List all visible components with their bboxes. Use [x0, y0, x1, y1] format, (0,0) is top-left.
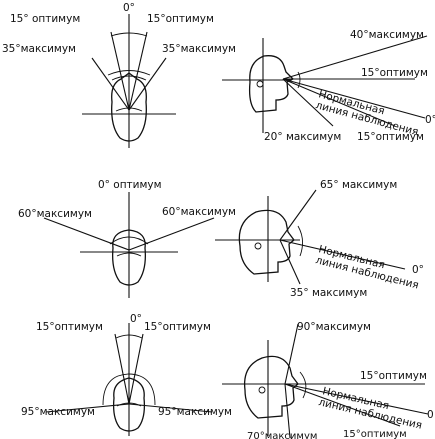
- label-maximum-down: 70°максимум: [247, 431, 317, 439]
- label-optimum-down: 15°оптимум: [343, 429, 407, 439]
- label-maximum-down: 20° максимум: [264, 131, 341, 143]
- label-left-optimum: 15° оптимум: [10, 13, 80, 25]
- right-optimum-ray: [128, 333, 144, 405]
- head-side-view: [248, 55, 295, 113]
- normal-sight-line: [279, 239, 406, 270]
- label-zero: 0°: [123, 2, 135, 14]
- label-zero: 0°: [425, 114, 435, 126]
- normal-sight-line: [282, 78, 426, 119]
- left-optimum-ray: [114, 333, 130, 405]
- label-maximum-up: 90°максимум: [297, 321, 371, 333]
- label-maximum-up: 65° максимум: [320, 179, 397, 191]
- label-optimum-down: 15°оптимум: [357, 131, 424, 143]
- ear: [258, 386, 266, 394]
- maximum-down-ray: [282, 78, 334, 127]
- label-right-optimum: 15°оптимум: [144, 321, 211, 333]
- right-maximum-ray: [128, 57, 167, 111]
- small-arc: [297, 225, 303, 257]
- label-right-maximum: 95°максимум: [158, 406, 232, 418]
- maximum-up-ray: [282, 35, 428, 80]
- label-maximum-down: 35° максимум: [290, 287, 367, 299]
- maximum-arc: [102, 373, 156, 406]
- left-maximum-ray: [43, 217, 130, 251]
- right-maximum-ray: [128, 403, 213, 413]
- label-optimum-up: 15°оптимум: [360, 370, 427, 382]
- left-maximum-ray: [45, 403, 130, 413]
- label-left-maximum: 95°максимум: [21, 406, 95, 418]
- maximum-arc: [107, 70, 151, 76]
- label-zero: 0°: [130, 313, 142, 325]
- maximum-up-ray: [279, 189, 317, 241]
- optimum-down-ray: [282, 78, 396, 127]
- head-top-view: [112, 377, 146, 432]
- head-side-view: [243, 355, 299, 419]
- left-maximum-ray: [91, 57, 130, 111]
- small-arc: [297, 71, 301, 89]
- label-right-optimum: 15°оптимум: [147, 13, 214, 25]
- label-right-maximum: 60°максимум: [162, 206, 236, 218]
- panel-combined-flexion-side: 90°максимум 15°оптимум Нормальная линия …: [222, 321, 434, 439]
- label-left-maximum: 35°максимум: [2, 43, 76, 55]
- maximum-up-ray: [284, 323, 299, 385]
- optimum-arc: [115, 334, 143, 339]
- ear-line: [116, 252, 142, 257]
- panel-combined-rotation-top: 0° 15°оптимум 15°оптимум 95°максимум 95°…: [21, 313, 232, 436]
- head-top-view: [112, 229, 146, 286]
- optimum-down-ray: [284, 383, 401, 427]
- ear: [256, 80, 264, 88]
- label-maximum-up: 40°максимум: [350, 29, 424, 41]
- label-left-maximum: 60°максимум: [18, 208, 92, 220]
- head-top-view: [111, 72, 147, 142]
- panel-head-flexion-side: 40°максимум 15°оптимум Нормальная линия …: [222, 29, 435, 143]
- normal-sight-line: [284, 383, 429, 415]
- optimum-arc: [110, 32, 148, 37]
- ear: [254, 242, 262, 250]
- panel-head-rotation-top: 0° 15° оптимум 15°оптимум 35°максимум 35…: [2, 2, 236, 148]
- panel-eye-flexion-side: 65° максимум Нормальная линия наблюдения…: [215, 179, 424, 299]
- ear-line: [115, 107, 143, 112]
- maximum-down-ray: [284, 383, 291, 439]
- label-zero: 0°: [412, 264, 424, 276]
- panel-eye-rotation-top: 0° оптимум 60°максимум 60°максимум: [18, 179, 236, 298]
- ear-line: [116, 402, 142, 407]
- head-side-view: [238, 209, 295, 275]
- small-arc: [299, 371, 307, 399]
- maximum-down-ray: [279, 239, 301, 285]
- label-optimum-up: 15°оптимум: [361, 67, 428, 79]
- label-zero: 0: [427, 409, 434, 421]
- maximum-arc-inner: [111, 75, 147, 81]
- right-maximum-ray: [128, 217, 215, 251]
- label-right-maximum: 35°максимум: [162, 43, 236, 55]
- label-left-optimum: 15°оптимум: [36, 321, 103, 333]
- label-zero-optimum: 0° оптимум: [98, 179, 162, 191]
